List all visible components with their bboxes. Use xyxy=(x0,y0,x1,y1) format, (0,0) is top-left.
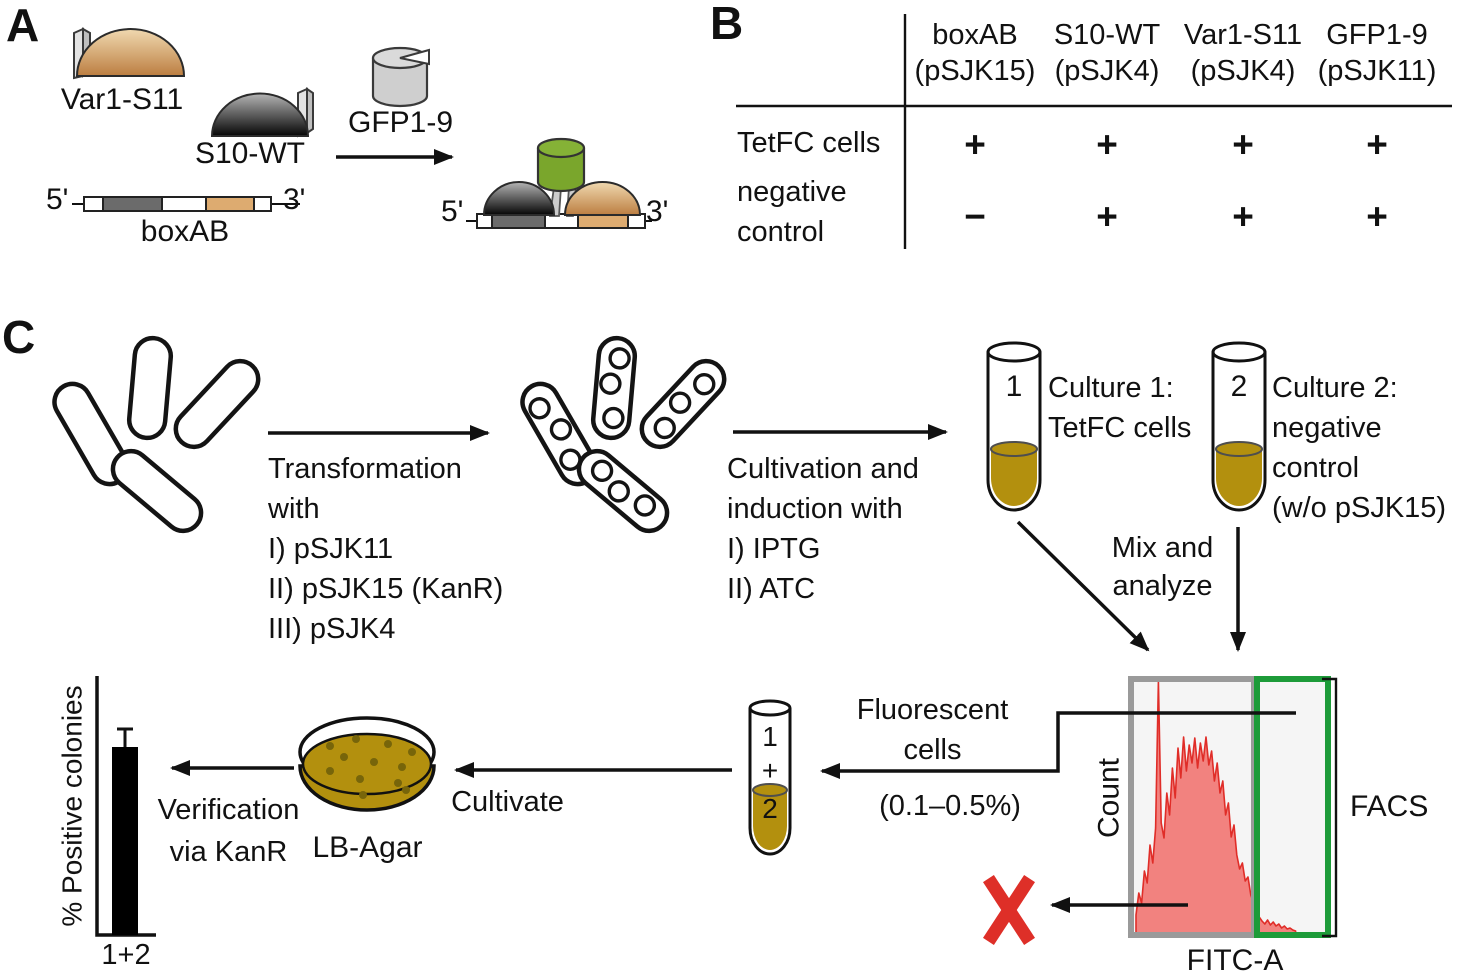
transformation-line: II) pSJK15 (KanR) xyxy=(268,573,504,605)
table-cell: + xyxy=(1366,196,1388,237)
col-label: S10-WT xyxy=(1053,19,1161,51)
table-cell: + xyxy=(1096,124,1118,165)
panel-a-label: A xyxy=(6,0,40,51)
tube-culture2 xyxy=(1211,341,1267,512)
table-row-label-tetfc: TetFC cells xyxy=(737,127,881,159)
lb-agar-label: LB-Agar xyxy=(312,831,423,864)
col-plasmid: (pSJK11) xyxy=(1317,55,1437,87)
col-plasmid: (pSJK4) xyxy=(1054,55,1160,87)
assembled-complex xyxy=(466,137,652,229)
panel-c-label: C xyxy=(2,311,36,363)
mixtube-number-1: 1 xyxy=(762,721,778,752)
culture2-line: Culture 2: xyxy=(1272,372,1398,404)
bacteria-plain xyxy=(52,335,261,534)
facs-y-axis-label: Count xyxy=(1092,757,1126,839)
facs-histogram xyxy=(1135,680,1297,934)
fluorescent-cells-text: Fluorescent cells xyxy=(845,690,1020,770)
gfp1-9-label: GFP1-9 xyxy=(347,106,454,139)
panel-b-label: B xyxy=(710,0,744,49)
positive-colonies-chart xyxy=(95,676,156,937)
table-cell: + xyxy=(1366,124,1388,165)
col-label: Var1-S11 xyxy=(1183,19,1303,51)
bacteria-transformed xyxy=(520,335,727,534)
table-col-gfp19: GFP1-9 (pSJK11) xyxy=(1309,17,1445,89)
row-label-line: control xyxy=(737,216,825,248)
culture1-line: Culture 1: xyxy=(1048,372,1174,404)
col-plasmid: (pSJK15) xyxy=(914,55,1036,87)
col-label: boxAB xyxy=(932,19,1018,51)
boxab-label: boxAB xyxy=(140,215,230,248)
cultivation-line: induction with xyxy=(727,493,903,525)
s10-wt-glyph xyxy=(210,87,314,138)
culture1-line: TetFC cells xyxy=(1048,412,1192,444)
boxab-construct xyxy=(72,196,300,212)
arrow-mix-diagonal xyxy=(1016,520,1150,652)
mix-line: Mix and xyxy=(1111,532,1214,564)
verification-text: Verification via KanR xyxy=(146,789,311,873)
row-label-line: negative xyxy=(737,176,847,208)
error-bar xyxy=(117,727,133,747)
dna-3prime-label: 3' xyxy=(283,183,306,216)
mix-analyze-text: Mix and analyze xyxy=(1085,529,1240,605)
mix-line: analyze xyxy=(1112,570,1213,602)
table-col-boxab: boxAB (pSJK15) xyxy=(907,17,1043,89)
mixtube-plus: + xyxy=(761,755,779,786)
table-row-label-negctrl: negative control xyxy=(737,172,847,252)
table-cell: + xyxy=(1096,196,1118,237)
culture1-text: Culture 1: TetFC cells xyxy=(1048,368,1191,448)
culture2-text: Culture 2: negative control (w/o pSJK15) xyxy=(1272,368,1446,528)
bar-chart-y-axis-label: % Positive colonies xyxy=(56,685,88,927)
culture2-line: (w/o pSJK15) xyxy=(1272,492,1447,524)
col-plasmid: (pSJK4) xyxy=(1190,55,1296,87)
cultivation-text: Cultivation and induction with I) IPTG I… xyxy=(727,449,919,609)
tube2-number: 2 xyxy=(1230,370,1248,403)
percent-label: (0.1–0.5%) xyxy=(879,790,1021,822)
s10-wt-label: S10-WT xyxy=(194,137,305,170)
transformation-line: I) pSJK11 xyxy=(268,533,394,565)
discard-x-icon xyxy=(983,875,1035,945)
lb-agar-plate xyxy=(298,716,436,812)
table-col-s10wt: S10-WT (pSJK4) xyxy=(1039,17,1175,89)
gfp1-9-glyph xyxy=(371,46,430,108)
facs-label: FACS xyxy=(1350,790,1429,823)
verification-line: Verification xyxy=(157,794,300,826)
transformation-line: Transformation xyxy=(268,453,462,485)
product-5prime-label: 5' xyxy=(441,195,464,228)
fluorescent-line: Fluorescent xyxy=(856,694,1009,726)
connector-fluorescent-sort xyxy=(820,711,1296,779)
cultivate-label: Cultivate xyxy=(451,786,564,818)
var1-s11-glyph xyxy=(73,27,186,80)
col-label: GFP1-9 xyxy=(1326,19,1428,51)
verification-line: via KanR xyxy=(169,836,288,868)
facs-x-axis-label: FITC-A xyxy=(1186,944,1284,977)
cultivation-line: II) ATC xyxy=(727,573,816,605)
var1-s11-label: Var1-S11 xyxy=(60,83,184,116)
table-col-var1s11: Var1-S11 (pSJK4) xyxy=(1175,17,1311,89)
mixtube-number-2: 2 xyxy=(762,793,778,824)
table-cell: + xyxy=(1232,124,1254,165)
tube-mixed xyxy=(748,699,792,856)
cultivation-line: I) IPTG xyxy=(727,533,821,565)
product-3prime-label: 3' xyxy=(646,195,669,228)
table-cell: + xyxy=(964,124,986,165)
culture2-line: negative xyxy=(1272,412,1382,444)
facs-bracket xyxy=(1322,677,1338,938)
tube-culture1 xyxy=(986,341,1042,512)
positive-colonies-bar xyxy=(112,747,138,935)
bar-chart-category-label: 1+2 xyxy=(101,939,151,971)
culture2-line: control xyxy=(1272,452,1360,484)
gate-fluorescent xyxy=(1254,676,1331,938)
dna-5prime-label: 5' xyxy=(46,183,69,216)
cultivation-line: Cultivation and xyxy=(727,453,919,485)
transformation-text: Transformation with I) pSJK11 II) pSJK15… xyxy=(268,449,503,649)
fluorescent-line: cells xyxy=(903,734,962,766)
table-cell: + xyxy=(1232,196,1254,237)
transformation-line: with xyxy=(268,493,320,525)
table-cell: − xyxy=(964,196,986,237)
tube1-number: 1 xyxy=(1005,370,1023,403)
colonies xyxy=(326,735,416,799)
transformation-line: III) pSJK4 xyxy=(268,613,396,645)
facs-plot xyxy=(1128,676,1338,938)
